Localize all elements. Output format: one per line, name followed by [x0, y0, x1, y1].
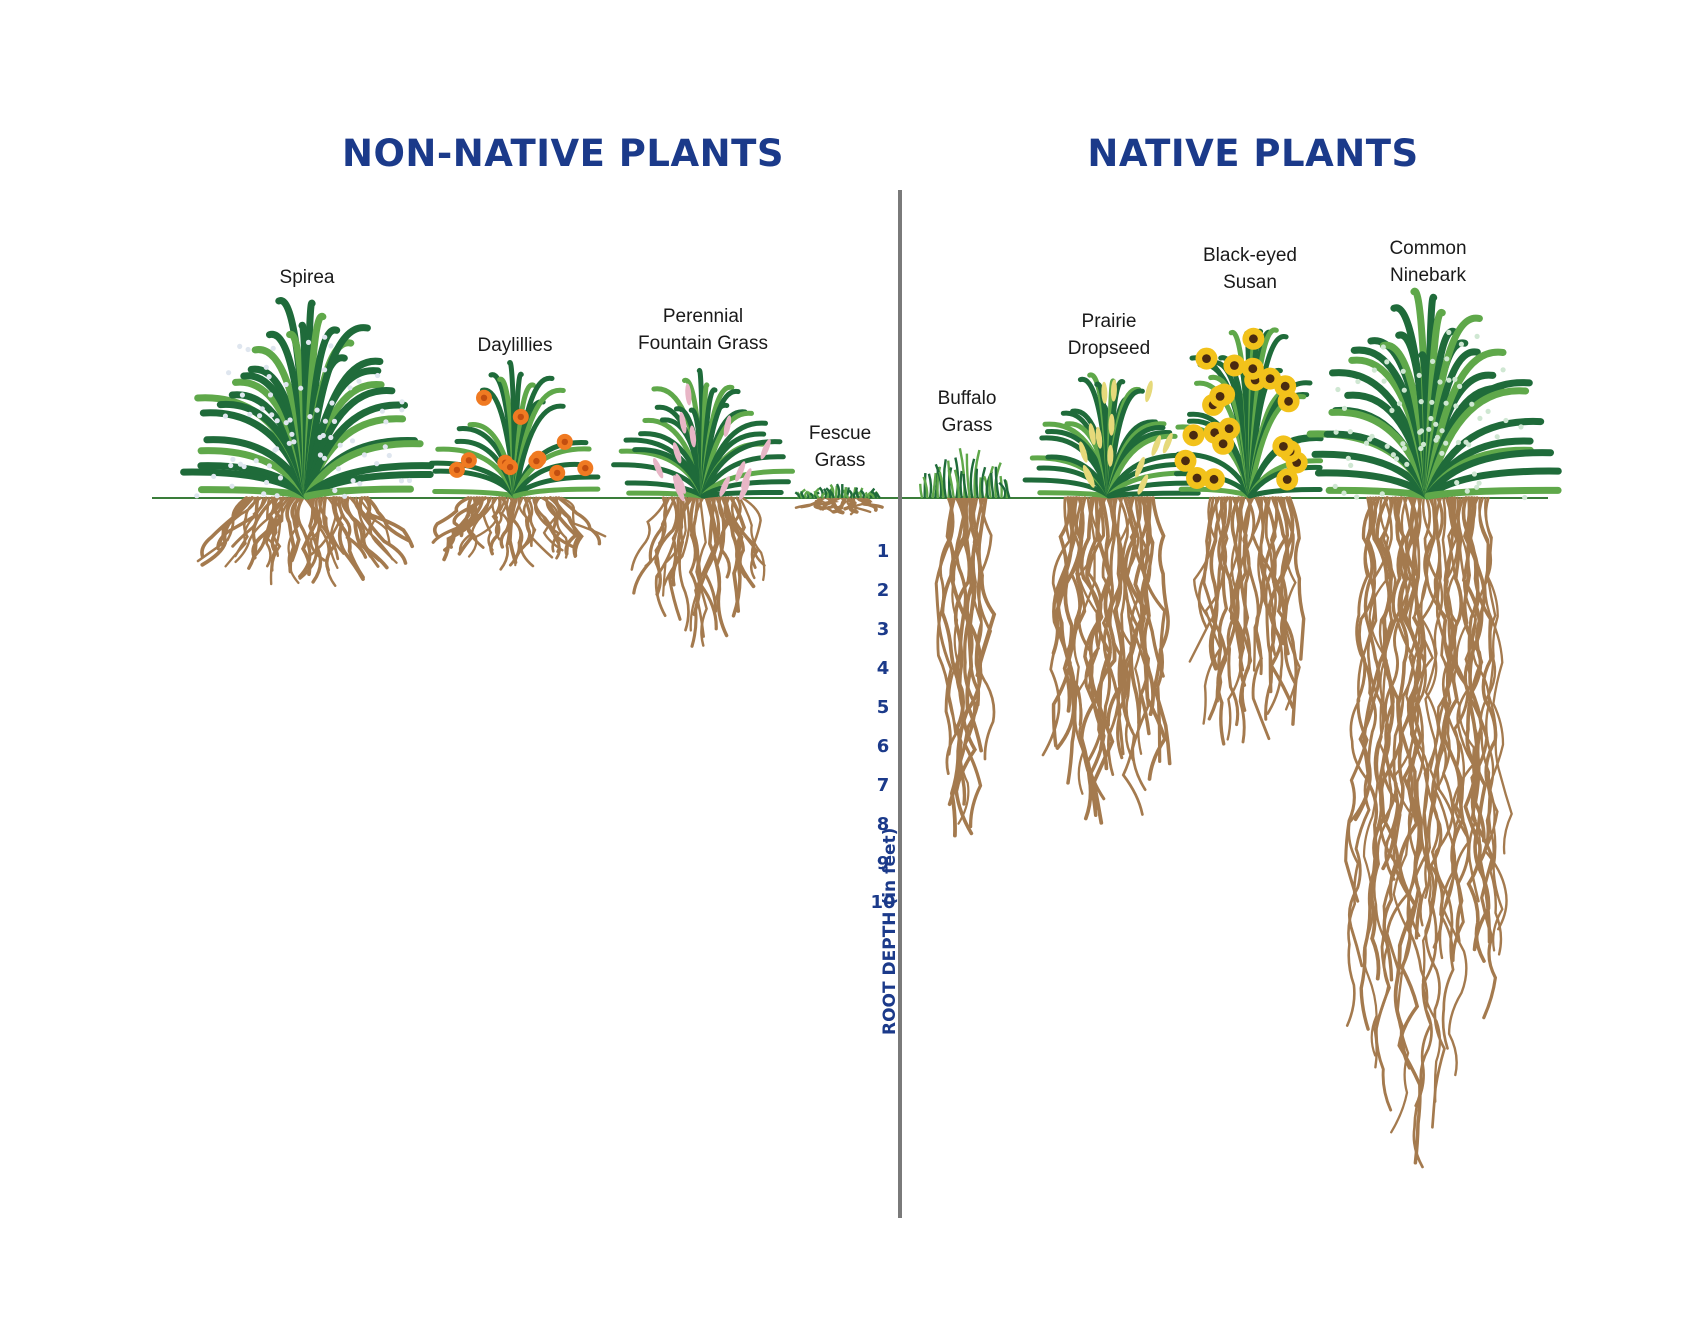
depth-tick-10: 10 — [870, 892, 896, 913]
foliage-fescue-grass — [794, 483, 881, 499]
label-buffalo-grass: Buffalo Grass — [937, 388, 997, 436]
roots-buffalo-grass — [934, 496, 997, 838]
heading-native: NATIVE PLANTS — [1087, 132, 1419, 175]
plant-common-ninebark — [1306, 287, 1562, 1169]
foliage-common-ninebark — [1306, 287, 1562, 501]
plant-buffalo-grass — [919, 448, 1011, 838]
roots-common-ninebark — [1344, 496, 1513, 1169]
depth-tick-6: 6 — [876, 736, 890, 757]
heading-non-native: NON-NATIVE PLANTS — [342, 132, 784, 175]
roots-perennial-fountain-grass — [630, 496, 766, 648]
plant-spirea — [180, 297, 435, 587]
foliage-spirea — [180, 297, 435, 500]
plant-prairie-dropseed — [1022, 372, 1201, 825]
depth-tick-4: 4 — [876, 658, 890, 679]
roots-black-eyed-susan — [1188, 496, 1306, 746]
depth-tick-1: 1 — [876, 541, 890, 562]
depth-tick-3: 3 — [876, 619, 890, 640]
foliage-black-eyed-susan — [1173, 327, 1324, 499]
plants-layer — [180, 287, 1562, 1169]
roots-daylillies — [431, 496, 607, 571]
depth-tick-7: 7 — [876, 775, 890, 796]
plant-daylillies — [428, 360, 607, 571]
label-fountain-grass: Perennial Fountain Grass — [638, 306, 768, 354]
label-daylillies: Daylillies — [477, 335, 553, 356]
roots-fescue-grass — [794, 496, 884, 516]
label-prairie-dropseed: Prairie Dropseed — [1067, 311, 1151, 359]
depth-tick-9: 9 — [876, 853, 890, 874]
plant-perennial-fountain-grass — [611, 368, 795, 648]
label-fescue-grass: Fescue Grass — [808, 423, 872, 471]
label-spirea: Spirea — [279, 267, 335, 288]
roots-spirea — [196, 496, 415, 587]
roots-prairie-dropseed — [1041, 496, 1172, 825]
foliage-perennial-fountain-grass — [611, 368, 795, 502]
label-common-ninebark: Common Ninebark — [1389, 238, 1467, 286]
foliage-daylillies — [428, 360, 601, 499]
root-depth-axis-label: ROOT DEPTH (in feet) — [880, 827, 900, 1035]
depth-tick-8: 8 — [876, 814, 890, 835]
label-black-eyed-susan: Black-eyed Susan — [1203, 245, 1297, 293]
plant-black-eyed-susan — [1173, 327, 1324, 746]
foliage-buffalo-grass — [919, 448, 1011, 499]
depth-tick-2: 2 — [876, 580, 890, 601]
plant-fescue-grass — [794, 483, 884, 516]
depth-tick-5: 5 — [876, 697, 890, 718]
